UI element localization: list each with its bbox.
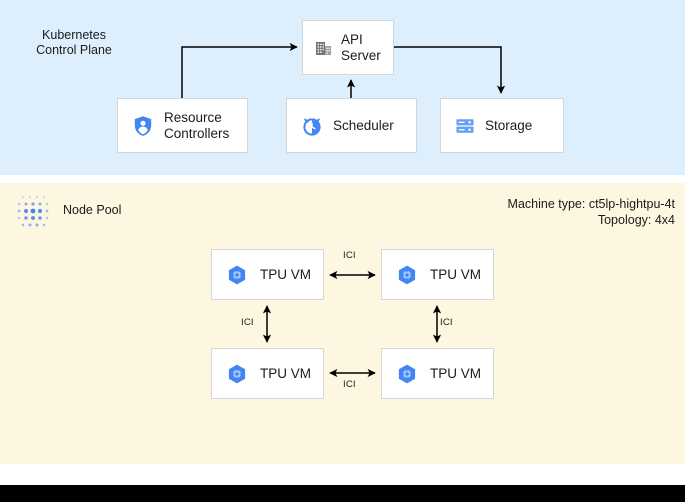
tpu-hexagon-icon [226,264,248,286]
api-server-label: API Server [341,31,381,63]
resource-controllers-label: Resource Controllers [164,109,230,141]
tpu-vm-box[interactable]: TPU VM [381,348,494,399]
ici-link-label: ICI [343,379,356,390]
database-rack-icon [454,115,476,137]
scheduler-label: Scheduler [333,117,394,133]
tpu-vm-box[interactable]: TPU VM [211,249,324,300]
tpu-hexagon-icon [396,264,418,286]
node-pool-panel [0,183,685,464]
tpu-vm-label: TPU VM [260,365,312,381]
tpu-vm-box[interactable]: TPU VM [211,348,324,399]
bottom-bar [0,485,685,502]
dot-matrix-icon [14,192,56,239]
tpu-hexagon-icon [396,363,418,385]
storage-label: Storage [485,117,533,133]
control-plane-title: Kubernetes Control Plane [36,28,112,57]
topology-text: Topology: 4x4 [597,213,675,227]
building-server-icon [314,38,334,58]
scheduler-box[interactable]: Scheduler [286,98,417,153]
machine-type-text: Machine type: ct5lp-hightpu-4t [507,197,675,211]
alarm-clock-icon [300,114,324,138]
ici-link-label: ICI [343,250,356,261]
node-pool-title: Node Pool [63,203,122,217]
ici-link-label: ICI [440,317,453,328]
ici-link-label: ICI [241,317,254,328]
tpu-vm-label: TPU VM [260,266,312,282]
tpu-vm-label: TPU VM [430,365,482,381]
tpu-vm-label: TPU VM [430,266,482,282]
tpu-hexagon-icon [226,363,248,385]
storage-box[interactable]: Storage [440,98,564,153]
node-pool-meta: Machine type: ct5lp-hightpu-4t Topology:… [508,196,675,228]
api-server-box[interactable]: API Server [302,20,394,75]
resource-controllers-box[interactable]: Resource Controllers [117,98,248,153]
tpu-vm-box[interactable]: TPU VM [381,249,494,300]
shield-person-icon [131,114,155,138]
